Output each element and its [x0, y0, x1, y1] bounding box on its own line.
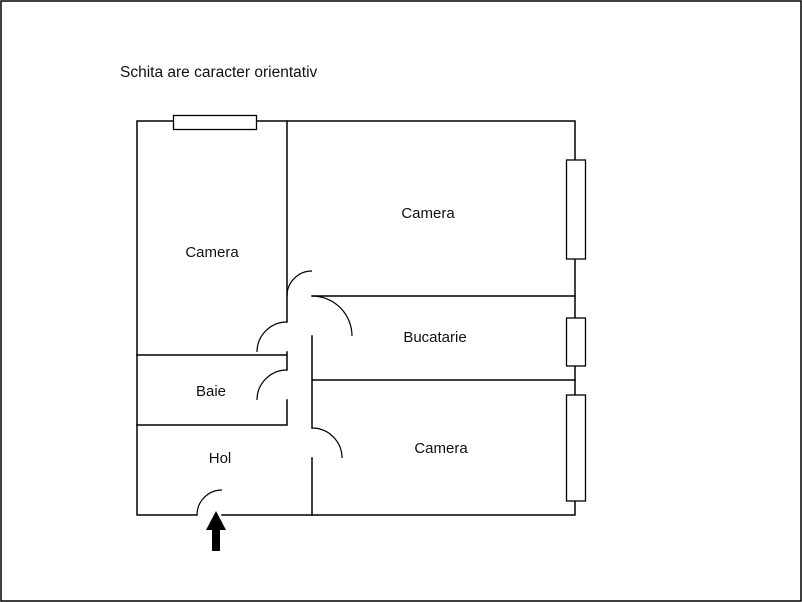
apartment-walls	[136, 120, 576, 516]
outer-wall	[136, 120, 576, 516]
door-swing-arcs	[196, 270, 353, 516]
room-label-camera-left: Camera	[185, 244, 239, 261]
windows	[172, 114, 587, 502]
window-right-middle	[565, 317, 587, 367]
room-labels: Camera Camera Bucatarie Camera Baie Hol	[185, 205, 468, 467]
door-arc-camera-bottom	[311, 427, 343, 459]
interior-walls	[136, 120, 576, 516]
window-right-lower	[565, 394, 587, 502]
door-arc-camera-left	[256, 321, 288, 353]
door-arc-baie	[256, 369, 288, 401]
room-label-hol: Hol	[209, 450, 232, 467]
room-label-camera-top: Camera	[401, 205, 455, 222]
page-title: Schita are caracter orientativ	[120, 64, 318, 81]
room-label-baie: Baie	[196, 383, 226, 400]
door-arc-bucatarie	[311, 295, 353, 337]
window-right-upper	[565, 159, 587, 260]
window-top	[172, 114, 258, 131]
door-arc-entrance	[196, 489, 223, 516]
room-label-bucatarie: Bucatarie	[403, 329, 466, 346]
door-arc-camera-top	[286, 270, 313, 297]
room-label-camera-bottom: Camera	[414, 440, 468, 457]
entrance-arrow-icon	[206, 511, 226, 551]
